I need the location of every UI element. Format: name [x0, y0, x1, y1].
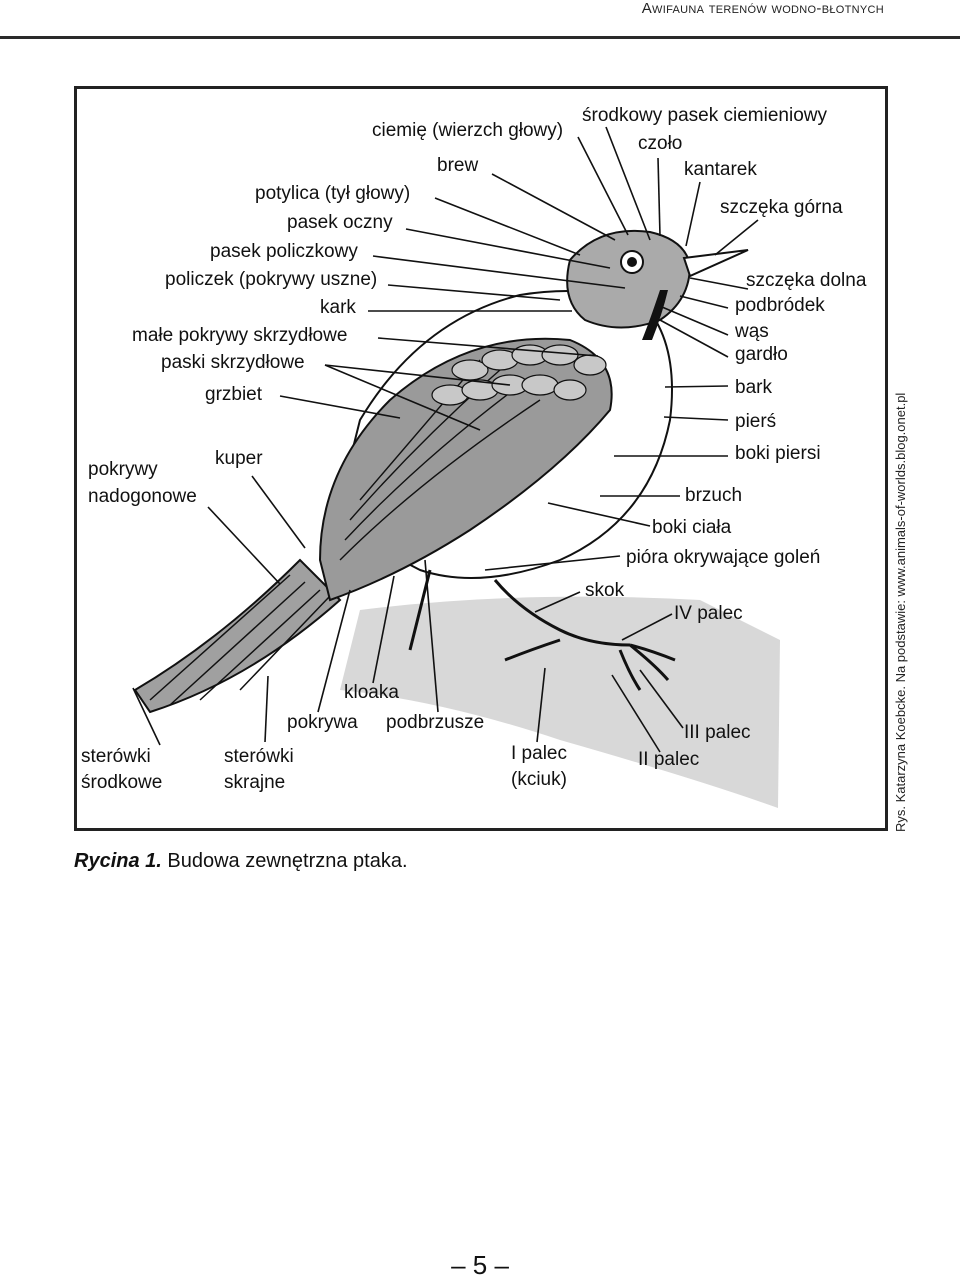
illustration-credit-text: Rys. Katarzyna Koebcke. Na podstawie: ww… — [893, 393, 908, 832]
caption-text: Budowa zewnętrzna ptaka. — [167, 850, 407, 872]
label-policzek: policzek (pokrywy uszne) — [165, 268, 377, 292]
label-czolo: czoło — [638, 132, 682, 156]
label-skok: skok — [585, 579, 624, 603]
label-iv-palec: IV palec — [674, 602, 743, 626]
label-boki-piersi: boki piersi — [735, 442, 821, 466]
label-sterowki-skrajne-line2: skrajne — [224, 771, 285, 795]
label-srodkowy-pasek-ciemieniowy: środkowy pasek ciemieniowy — [582, 104, 827, 128]
label-male-pokrywy-skrzydlowe: małe pokrywy skrzydłowe — [132, 324, 347, 348]
label-brew: brew — [437, 154, 478, 178]
label-kloaka: kloaka — [344, 681, 399, 705]
tail — [135, 560, 340, 712]
page-number: – 5 – — [0, 1250, 960, 1281]
label-pokrywy-nadogonowe-line1: pokrywy — [88, 458, 158, 482]
label-pokrywy-nadogonowe-line2: nadogonowe — [88, 485, 197, 509]
label-szczeka-gorna: szczęka górna — [720, 196, 843, 220]
label-brzuch: brzuch — [685, 484, 742, 508]
label-kantarek: kantarek — [684, 158, 757, 182]
label-szczeka-dolna: szczęka dolna — [746, 269, 866, 293]
label-podbrodek: podbródek — [735, 294, 825, 318]
label-podbrzusze: podbrzusze — [386, 711, 484, 735]
label-iii-palec: III palec — [684, 721, 751, 745]
label-pokrywa: pokrywa — [287, 711, 358, 735]
label-bark: bark — [735, 376, 772, 400]
label-ii-palec: II palec — [638, 748, 699, 772]
label-ciemie: ciemię (wierzch głowy) — [372, 119, 563, 143]
label-potylica: potylica (tył głowy) — [255, 182, 410, 206]
label-boki-ciala: boki ciała — [652, 516, 731, 540]
label-grzbiet: grzbiet — [205, 383, 262, 407]
caption-number: Rycina 1. — [74, 850, 162, 872]
label-piora-goleni: pióra okrywające goleń — [626, 546, 820, 570]
label-pasek-oczny: pasek oczny — [287, 211, 393, 235]
label-piers: pierś — [735, 410, 776, 434]
label-i-palec-line2: (kciuk) — [511, 768, 567, 792]
bird-head — [567, 231, 690, 328]
label-kuper: kuper — [215, 447, 263, 471]
label-was: wąs — [735, 320, 769, 344]
label-paski-skrzydlowe: paski skrzydłowe — [161, 351, 305, 375]
figure-caption: Rycina 1. Budowa zewnętrzna ptaka. — [74, 850, 408, 873]
label-gardlo: gardło — [735, 343, 788, 367]
label-kark: kark — [320, 296, 356, 320]
label-sterowki-srodkowe-line1: sterówki — [81, 745, 151, 769]
illustration-credit: Rys. Katarzyna Koebcke. Na podstawie: ww… — [893, 832, 913, 852]
label-pasek-policzkowy: pasek policzkowy — [210, 240, 358, 264]
label-sterowki-skrajne-line1: sterówki — [224, 745, 294, 769]
label-sterowki-srodkowe-line2: środkowe — [81, 771, 162, 795]
label-i-palec-line1: I palec — [511, 742, 567, 766]
